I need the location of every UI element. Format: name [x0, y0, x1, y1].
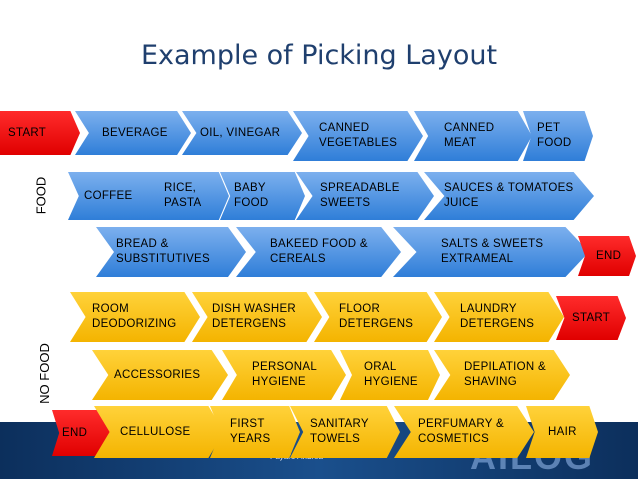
- chevron-depilation-shaving: DEPILATION & SHAVING: [434, 350, 570, 400]
- chevron-sauces-juice: SAUCES & TOMATOES JUICE: [424, 172, 594, 220]
- page-title: Example of Picking Layout: [140, 40, 498, 71]
- chevron-pet-food: PET FOOD: [523, 111, 593, 161]
- chevron-beverage: BEVERAGE: [75, 111, 191, 155]
- chevron-oil-vinegar: OIL, VINEGAR: [182, 111, 302, 155]
- chevron-sanitary-towels: SANITARY TOWELS: [290, 406, 400, 458]
- chevron-accessories: ACCESSORIES: [92, 350, 228, 400]
- chevron-spreadable-sweets: SPREADABLE SWEETS: [296, 172, 434, 220]
- chevron-salts-sweets: SALTS & SWEETS EXTRAMEAL: [393, 227, 589, 277]
- chevron-canned-vegetables: CANNED VEGETABLES: [293, 111, 423, 161]
- chevron-baked-food: BAKEED FOOD & CEREALS: [236, 227, 401, 277]
- chevron-bread: BREAD & SUBSTITUTIVES: [96, 227, 246, 277]
- chevron-canned-meat: CANNED MEAT: [414, 111, 532, 161]
- chevron-perfumary-cosmetics: PERFUMARY & COSMETICS: [394, 406, 534, 458]
- chevron-dish-washer: DISH WASHER DETERGENS: [192, 292, 322, 342]
- chevron-oral-hygiene: ORAL HYGIENE: [340, 350, 440, 400]
- chevron-laundry-detergens: LAUNDRY DETERGENS: [434, 292, 564, 342]
- chevron-start-nofood: START: [556, 296, 626, 340]
- chevron-personal-hygiene: PERSONAL HYGIENE: [222, 350, 346, 400]
- chevron-baby-food: BABY FOOD: [220, 172, 305, 220]
- chevron-floor-detergens: FLOOR DETERGENS: [314, 292, 442, 342]
- chevron-cellulose: CELLULOSE: [94, 406, 224, 458]
- food-label: FOOD: [33, 176, 49, 215]
- chevron-first-years: FIRST YEARS: [210, 406, 300, 458]
- chevron-rice-pasta: RICE, PASTA: [144, 172, 229, 220]
- chevron-room-deodorizing: ROOM DEODORIZING: [70, 292, 200, 342]
- chevron-coffee: COFFEE: [68, 172, 158, 220]
- chevron-start-food: START: [0, 111, 80, 155]
- nofood-label: NO FOOD: [36, 343, 52, 404]
- chevron-end-food: END: [578, 236, 636, 276]
- chevron-hair: HAIR: [526, 406, 598, 458]
